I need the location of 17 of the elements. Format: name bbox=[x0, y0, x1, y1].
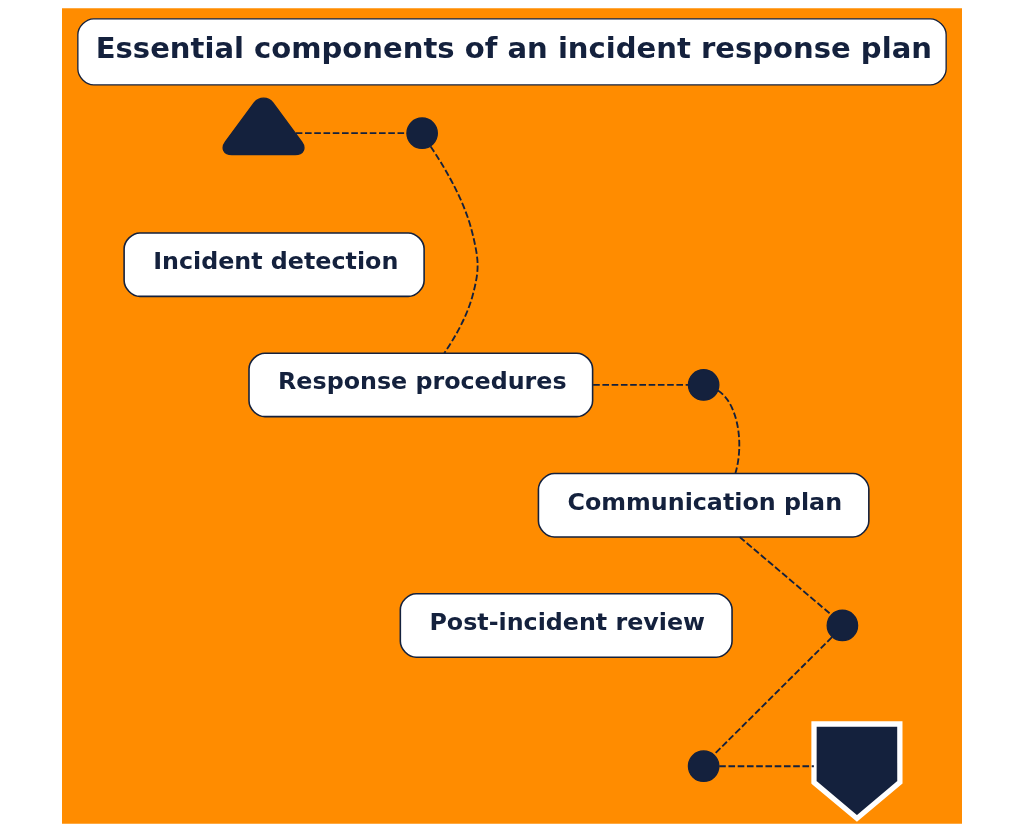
node-circle bbox=[406, 117, 438, 150]
node-circle bbox=[826, 609, 859, 642]
node-box: Post-incident review bbox=[399, 592, 733, 658]
node-shield bbox=[811, 721, 903, 822]
connector bbox=[718, 765, 815, 768]
connector bbox=[712, 636, 833, 756]
node-box: Response procedures bbox=[248, 352, 594, 418]
node-box: Incident detection bbox=[123, 232, 425, 298]
node-box: Communication plan bbox=[537, 472, 870, 538]
connector bbox=[717, 389, 741, 474]
node-circle bbox=[687, 750, 720, 783]
connector bbox=[738, 536, 832, 616]
diagram-title: Essential components of an incident response plan bbox=[95, 30, 932, 65]
connector bbox=[429, 145, 479, 355]
node-circle bbox=[687, 369, 720, 401]
connector bbox=[592, 384, 689, 386]
node-triangle bbox=[222, 97, 305, 156]
